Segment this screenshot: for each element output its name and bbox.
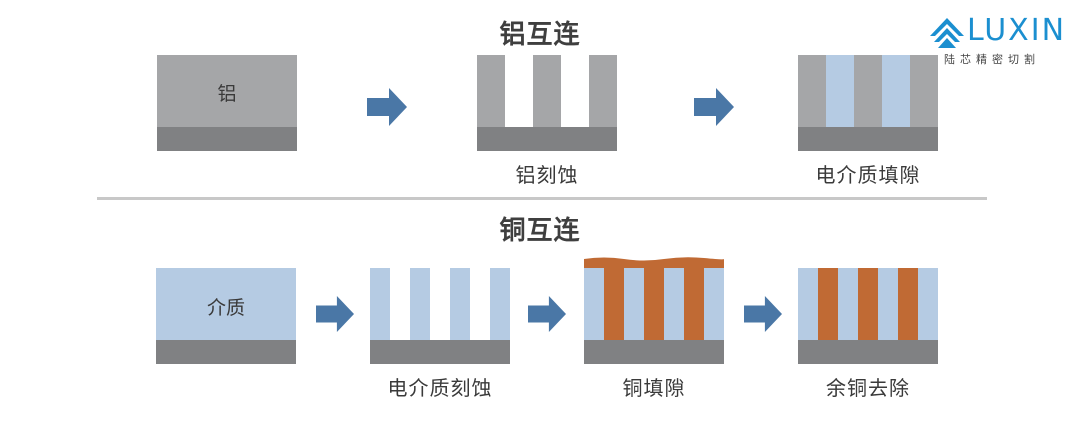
dielectric-line [370, 268, 390, 340]
copper-line [604, 268, 624, 340]
dielectric-line [878, 268, 898, 340]
stacked-chevron-logo-icon [930, 18, 964, 48]
substrate-layer [798, 127, 938, 151]
al-step-3-diagram [798, 55, 938, 151]
dielectric-line [704, 268, 724, 340]
arrow-right-icon [744, 295, 782, 333]
arrow-right-icon [694, 88, 734, 126]
dielectric-fill [826, 55, 854, 127]
dielectric-line [584, 268, 604, 340]
dielectric-fill [882, 55, 910, 127]
aluminum-layer [157, 55, 297, 127]
substrate-layer [157, 127, 297, 151]
substrate-layer [477, 127, 617, 151]
cu-step-3-diagram [584, 256, 724, 364]
arrow-right-icon [316, 295, 354, 333]
dielectric-line [624, 268, 644, 340]
aluminum-line [477, 55, 505, 127]
dielectric-etch-caption: 电介质刻蚀 [387, 376, 493, 400]
dielectric-line [918, 268, 938, 340]
copper-line [898, 268, 918, 340]
aluminum-line [910, 55, 938, 127]
section-divider [97, 197, 987, 200]
brand-subtitle: 陆芯精密切割 [944, 53, 1040, 66]
aluminum-line [798, 55, 826, 127]
dielectric-line [798, 268, 818, 340]
cu-step-4-diagram [798, 268, 938, 364]
aluminum-label: 铝 [217, 83, 237, 105]
dielectric-line [838, 268, 858, 340]
aluminum-line [854, 55, 882, 127]
dielectric-fill-caption: 电介质填隙 [815, 163, 921, 187]
arrow-right-icon [528, 295, 566, 333]
al-step-1-diagram: 铝 [157, 55, 297, 151]
copper-line [644, 268, 664, 340]
al-step-2-diagram [477, 55, 617, 151]
substrate-layer [584, 340, 724, 364]
dielectric-line [490, 268, 510, 340]
dielectric-line [664, 268, 684, 340]
al-etch-caption: 铝刻蚀 [515, 163, 579, 187]
substrate-layer [798, 340, 938, 364]
brand-logo: LUXIN 陆芯精密切割 [930, 13, 1070, 68]
dielectric-label: 介质 [206, 297, 245, 319]
cu-step-2-diagram [370, 268, 510, 364]
copper-section-title: 铜互连 [499, 216, 581, 246]
dielectric-layer [156, 268, 296, 340]
copper-fill-caption: 铜填隙 [622, 376, 686, 400]
copper-line [858, 268, 878, 340]
copper-line [684, 268, 704, 340]
dielectric-line [450, 268, 470, 340]
cu-step-1-diagram: 介质 [156, 268, 296, 364]
brand-name: LUXIN [967, 13, 1067, 48]
aluminum-line [533, 55, 561, 127]
dielectric-line [410, 268, 430, 340]
substrate-layer [156, 340, 296, 364]
substrate-layer [370, 340, 510, 364]
copper-removal-caption: 余铜去除 [826, 376, 910, 400]
aluminum-line [589, 55, 617, 127]
copper-line [818, 268, 838, 340]
copper-overburden [584, 257, 724, 270]
aluminum-section-title: 铝互连 [499, 20, 581, 50]
arrow-right-icon [367, 88, 407, 126]
